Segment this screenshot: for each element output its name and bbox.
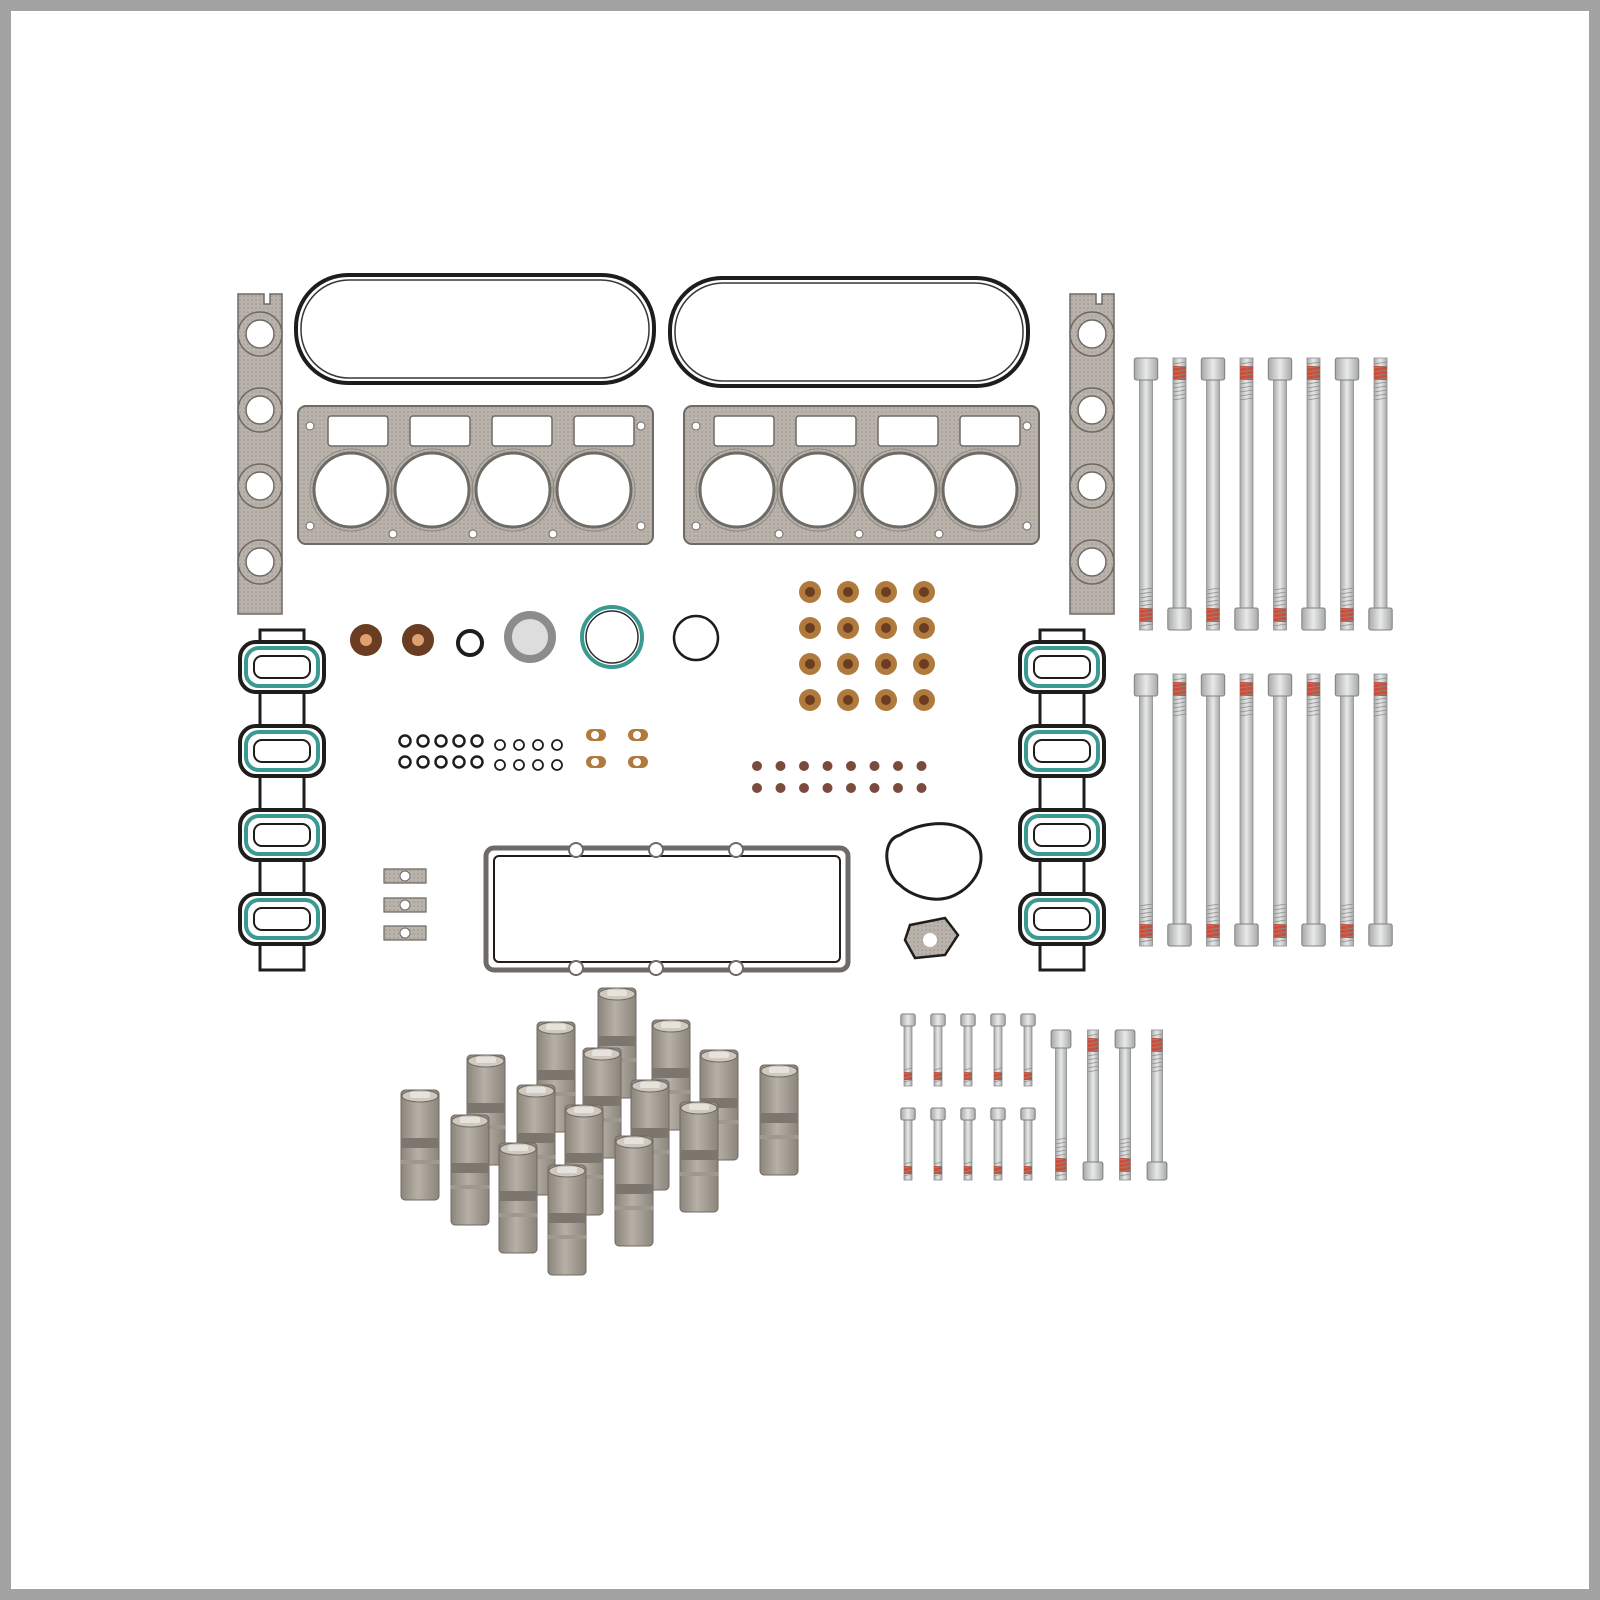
hydraulic-lifter xyxy=(614,1135,654,1247)
small-seal xyxy=(799,783,809,793)
valve-cover-gasket xyxy=(294,273,656,385)
head-bolt xyxy=(1301,673,1326,947)
small-seal xyxy=(846,761,856,771)
head-bolt xyxy=(1167,673,1192,947)
small-seal xyxy=(916,783,927,793)
small-seal xyxy=(775,783,786,793)
small-seal xyxy=(916,761,927,771)
valve-stem-seals xyxy=(799,581,935,711)
valley-cover-gasket xyxy=(483,842,851,976)
water-pump-gasket xyxy=(885,822,983,901)
o-ring xyxy=(434,734,448,748)
hydraulic-lifter xyxy=(400,1089,440,1201)
short-head-bolts xyxy=(900,1013,1168,1181)
head-bolt xyxy=(900,1013,916,1087)
o-ring xyxy=(434,755,448,769)
head-bolt xyxy=(1368,357,1393,631)
hydraulic-lifter xyxy=(450,1114,490,1226)
o-ring xyxy=(398,734,412,748)
water-pump-gaskets xyxy=(885,822,983,960)
head-gasket xyxy=(683,405,1040,545)
o-ring xyxy=(456,629,484,657)
o-ring xyxy=(551,739,563,751)
head-bolt xyxy=(1050,1029,1072,1181)
head-bolt xyxy=(1267,357,1293,631)
head-bolt xyxy=(1334,673,1360,947)
hydraulic-lifter xyxy=(759,1064,799,1176)
o-ring xyxy=(513,739,525,751)
front-rear-seals xyxy=(350,605,720,669)
o-ring xyxy=(452,755,466,769)
crank-seal-ring xyxy=(504,611,556,663)
head-gasket xyxy=(297,405,654,545)
o-ring xyxy=(470,755,484,769)
head-bolt xyxy=(1234,673,1259,947)
head-bolt xyxy=(1020,1107,1036,1181)
head-bolt xyxy=(1020,1013,1036,1087)
o-ring xyxy=(551,759,563,771)
head-bolt xyxy=(960,1013,976,1087)
valve-cover-gasket xyxy=(668,276,1030,388)
o-ring xyxy=(470,734,484,748)
head-bolt xyxy=(900,1107,916,1181)
head-bolt xyxy=(1301,357,1326,631)
head-bolt xyxy=(1114,1029,1136,1181)
intake-manifold-gasket xyxy=(238,628,326,972)
small-seal xyxy=(822,761,833,771)
hydraulic-lifters xyxy=(400,987,799,1276)
hydraulic-lifter xyxy=(679,1101,719,1213)
sensor-gaskets xyxy=(586,729,648,768)
head-bolt xyxy=(1200,673,1226,947)
small-seal xyxy=(799,761,809,771)
small-o-rings xyxy=(398,734,563,771)
small-seals xyxy=(752,761,927,793)
egr-gaskets xyxy=(383,868,427,941)
head-bolt xyxy=(990,1013,1006,1087)
o-ring xyxy=(513,759,525,771)
head-bolt xyxy=(1368,673,1393,947)
small-seal xyxy=(893,761,903,771)
hydraulic-lifter xyxy=(547,1164,587,1276)
head-bolt xyxy=(930,1107,946,1181)
head-bolt xyxy=(1334,357,1360,631)
head-bolt xyxy=(1267,673,1293,947)
head-bolt xyxy=(960,1107,976,1181)
o-ring xyxy=(398,755,412,769)
o-ring xyxy=(416,734,430,748)
exhaust-manifold-gasket xyxy=(237,293,283,615)
o-ring xyxy=(532,759,544,771)
small-seal xyxy=(752,761,762,771)
head-bolt xyxy=(1133,357,1159,631)
head-bolt xyxy=(990,1107,1006,1181)
small-seal xyxy=(775,761,786,771)
head-bolt xyxy=(1200,357,1226,631)
head-bolt xyxy=(930,1013,946,1087)
o-ring xyxy=(672,614,720,662)
small-seal xyxy=(893,783,903,793)
head-bolt xyxy=(1146,1029,1168,1181)
head-bolt xyxy=(1167,357,1192,631)
o-ring xyxy=(416,755,430,769)
rear-main-seal xyxy=(580,605,644,669)
o-ring xyxy=(452,734,466,748)
long-head-bolts xyxy=(1133,357,1393,947)
o-ring xyxy=(532,739,544,751)
o-ring xyxy=(494,739,506,751)
small-seal xyxy=(752,783,762,793)
small-seal xyxy=(869,783,880,793)
head-bolt xyxy=(1082,1029,1104,1181)
intake-manifold-gasket xyxy=(1018,628,1106,972)
head-bolt xyxy=(1133,673,1159,947)
head-bolt xyxy=(1234,357,1259,631)
exhaust-manifold-gasket xyxy=(1069,293,1115,615)
small-seal xyxy=(869,761,880,771)
small-seal xyxy=(846,783,856,793)
small-seal xyxy=(822,783,833,793)
o-ring xyxy=(494,759,506,771)
hydraulic-lifter xyxy=(498,1142,538,1254)
